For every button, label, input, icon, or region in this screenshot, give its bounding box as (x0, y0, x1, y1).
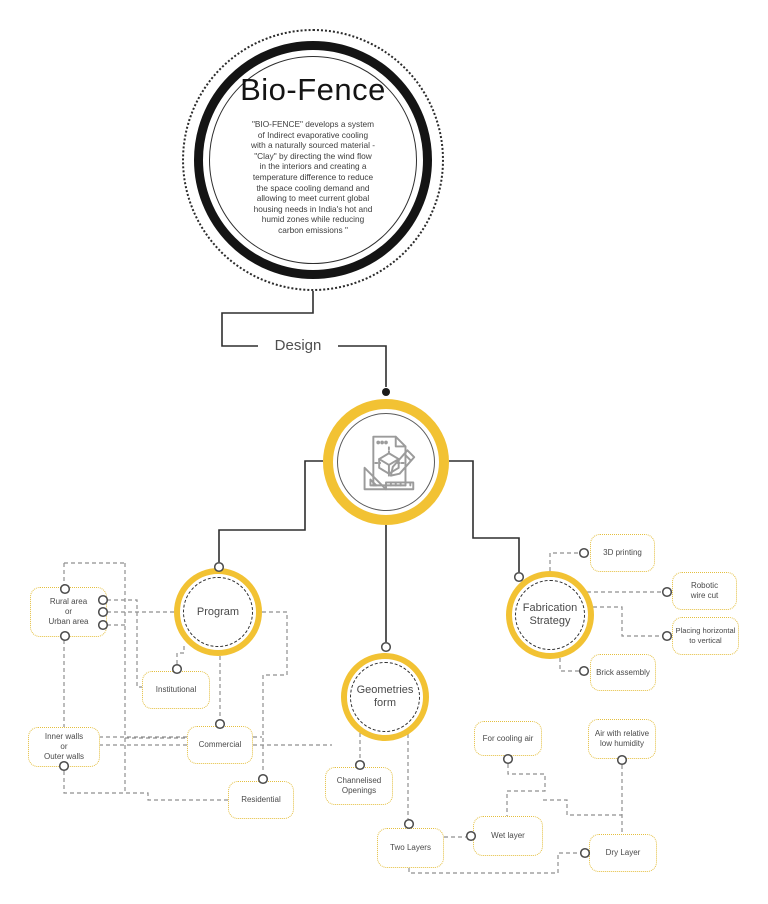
root-description: "BIO-FENCE" develops a system of Indirec… (250, 119, 376, 235)
design-circle-inner (337, 413, 435, 511)
design-document-icon (363, 435, 416, 491)
branch-fabrication-strategy[interactable]: Fabrication Strategy (506, 571, 594, 659)
solid-connectors (218, 291, 520, 642)
root-node[interactable]: Bio-Fence "BIO-FENCE" develops a system … (221, 72, 405, 252)
node-robotic-wire-cut[interactable]: Robotic wire cut (672, 572, 737, 610)
node-institutional[interactable]: Institutional (142, 671, 210, 709)
root-outer-dotted-ring (182, 29, 444, 291)
node-two-layers[interactable]: Two Layers (377, 828, 444, 868)
node-inner-outer-walls[interactable]: Inner walls or Outer walls (28, 727, 100, 767)
node-placing-horizontal[interactable]: Placing horizontal to vertical (672, 617, 739, 655)
node-commercial[interactable]: Commercial (187, 726, 253, 764)
node-residential[interactable]: Residential (228, 781, 294, 819)
branch-geometries-form[interactable]: Geometries form (341, 653, 429, 741)
branch-label: Geometries form (350, 662, 420, 732)
node-wet-layer[interactable]: Wet layer (473, 816, 543, 856)
node-rural-urban[interactable]: Rural area or Urban area (30, 587, 107, 637)
design-node[interactable] (323, 399, 449, 525)
root-inner-ring (209, 56, 417, 264)
branch-label: Fabrication Strategy (515, 580, 585, 650)
branch-program[interactable]: Program (174, 568, 262, 656)
root-thick-ring (194, 41, 432, 279)
node-for-cooling-air[interactable]: For cooling air (474, 721, 542, 756)
node-3d-printing[interactable]: 3D printing (590, 534, 655, 572)
node-air-low-humidity[interactable]: Air with relative low humidity (588, 719, 656, 759)
node-dry-layer[interactable]: Dry Layer (589, 834, 657, 872)
branch-label: Program (183, 577, 253, 647)
root-title: Bio-Fence (240, 72, 386, 107)
design-label[interactable]: Design (258, 337, 338, 354)
node-brick-assembly[interactable]: Brick assembly (590, 654, 656, 691)
node-channelised-openings[interactable]: Channelised Openings (325, 767, 393, 805)
